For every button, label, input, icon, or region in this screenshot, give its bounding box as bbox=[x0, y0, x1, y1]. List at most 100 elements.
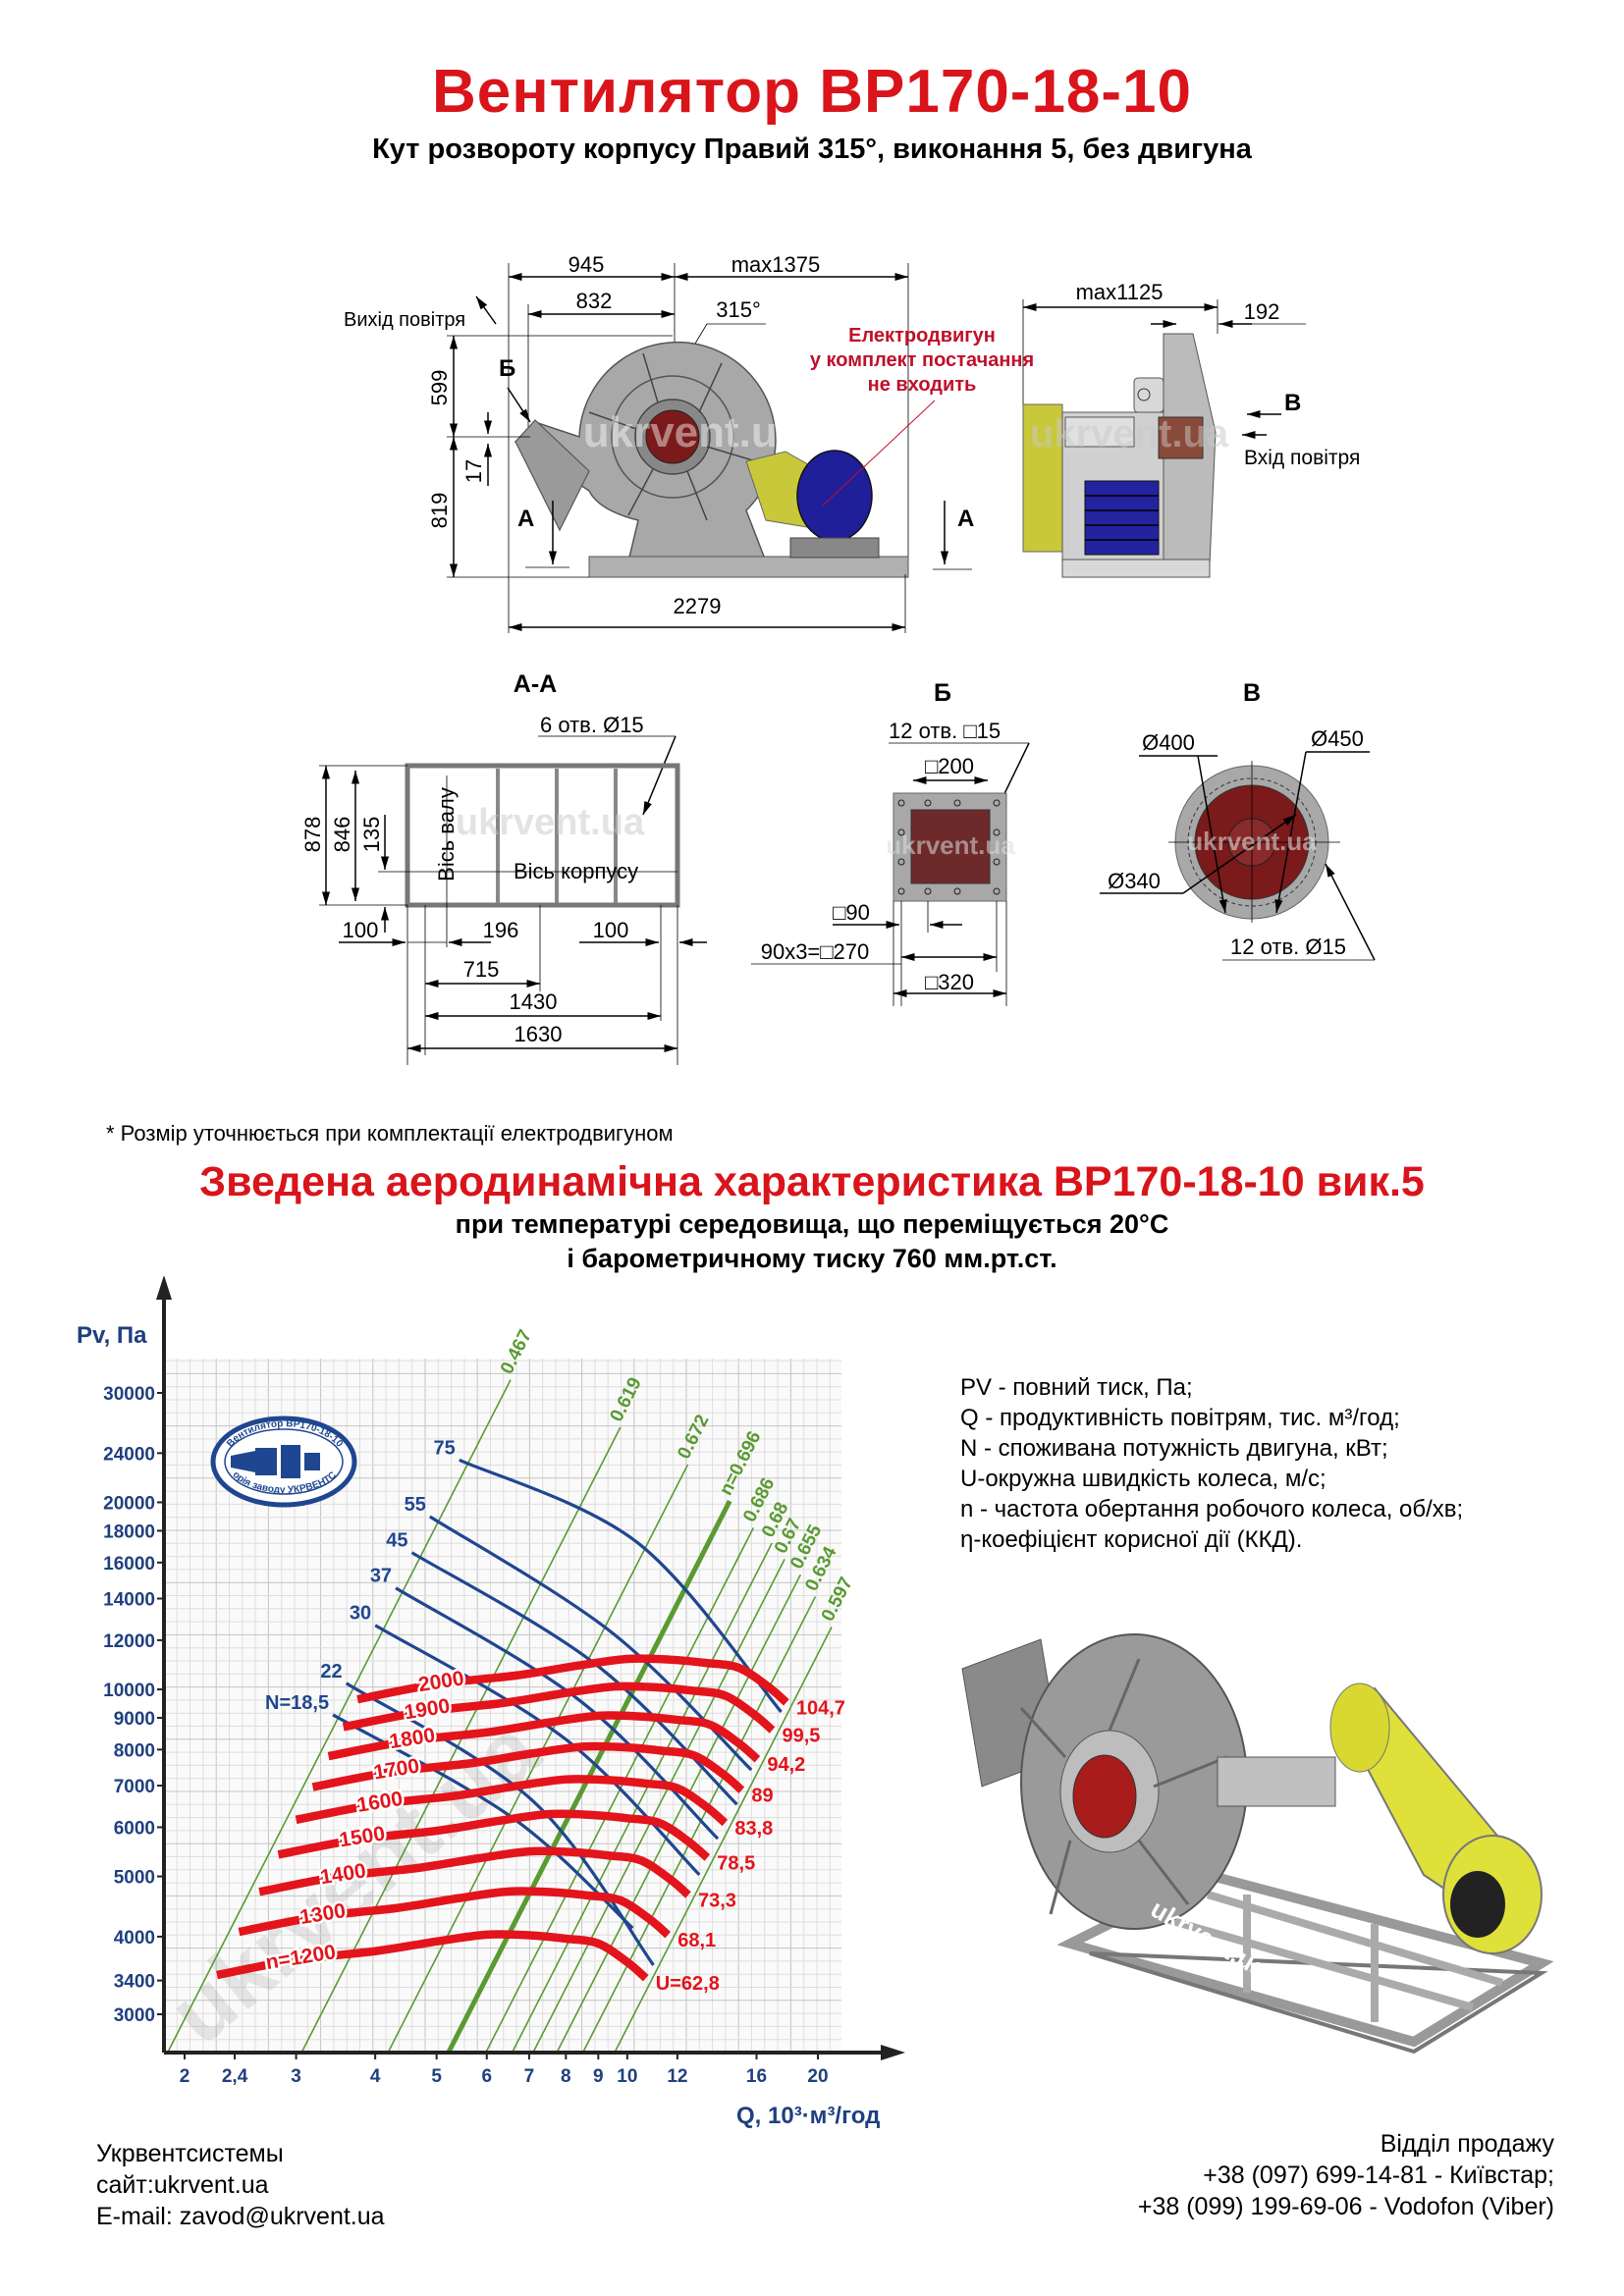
speed-curve bbox=[216, 1930, 649, 1982]
dim-945: 945 bbox=[568, 252, 605, 277]
x-tick-label: 2 bbox=[180, 2066, 190, 2087]
legend-item: PV - повний тиск, Па; bbox=[960, 1374, 1193, 1401]
y-tick-label: 3000 bbox=[114, 2005, 155, 2026]
motor-note-line: у комплект постачання bbox=[810, 349, 1034, 371]
x-tick-label: 10 bbox=[617, 2066, 637, 2087]
y-tick-label: 10000 bbox=[103, 1681, 155, 1701]
dim-100-left: 100 bbox=[343, 918, 379, 942]
speed-curve bbox=[342, 1682, 776, 1734]
y-tick-label: 12000 bbox=[103, 1631, 155, 1652]
dim-196: 196 bbox=[483, 918, 519, 942]
y-axis-label: Pv, Па bbox=[77, 1322, 147, 1349]
aero-chart: Pv, Па Q, 10³·м³/год Вентилятор ВР170-18… bbox=[0, 1276, 905, 2129]
dim-135: 135 bbox=[359, 817, 384, 853]
dim-17: 17 bbox=[461, 459, 486, 483]
dim-1430: 1430 bbox=[510, 989, 558, 1014]
section-aa: А-А 6 отв. Ø15 878 846 135 Вісь валу Віс… bbox=[300, 670, 707, 1065]
view-b-marker: Б bbox=[499, 355, 515, 382]
efficiency-line bbox=[581, 1596, 817, 2054]
company-site[interactable]: сайт:ukrvent.ua bbox=[96, 2171, 269, 2199]
speed-curve bbox=[238, 1887, 672, 1939]
dim-1630: 1630 bbox=[514, 1022, 563, 1046]
dim-100-right: 100 bbox=[593, 918, 629, 942]
company-email[interactable]: E-mail: zavod@ukrvent.ua bbox=[96, 2203, 385, 2230]
watermark: ukrvent.ua bbox=[1030, 412, 1229, 455]
speed-curve bbox=[311, 1741, 745, 1793]
y-axis-arrow bbox=[156, 1276, 172, 1300]
legend-item: n - частота обертання робочого колеса, о… bbox=[960, 1496, 1464, 1522]
watermark: ukrvent.ua bbox=[1187, 827, 1317, 856]
efficiency-line bbox=[166, 1379, 512, 2054]
y-tick-label: 6000 bbox=[114, 1818, 155, 1839]
x-axis-label: Q, 10³·м³/год bbox=[736, 2103, 880, 2129]
legend-item: η-коефіцієнт корисної дії (ККД). bbox=[960, 1526, 1303, 1553]
y-tick-label: 24000 bbox=[103, 1444, 155, 1465]
x-tick-label: 7 bbox=[524, 2066, 535, 2087]
efficiency-line bbox=[532, 1559, 785, 2054]
shaft-axis-label: Вісь валу bbox=[434, 787, 459, 881]
efficiency-line bbox=[387, 1464, 689, 2054]
x-tick-label: 12 bbox=[667, 2066, 687, 2087]
power-label: 30 bbox=[350, 1603, 371, 1625]
speed-curve bbox=[356, 1654, 789, 1706]
page-title: Вентилятор ВР170-18-10 bbox=[431, 58, 1193, 126]
angle-315: 315° bbox=[716, 297, 761, 322]
chart-axes: 3000024000200001800016000140001200010000… bbox=[103, 1276, 905, 2087]
x-tick-label: 6 bbox=[481, 2066, 492, 2087]
dim-846: 846 bbox=[330, 817, 354, 853]
tip-speed-label: 94,2 bbox=[767, 1754, 805, 1776]
speed-curve bbox=[277, 1809, 711, 1861]
y-tick-label: 16000 bbox=[103, 1554, 155, 1575]
dim-holes: 12 отв. Ø15 bbox=[1230, 934, 1346, 959]
power-curve bbox=[395, 1586, 720, 1841]
efficiency-line bbox=[556, 1574, 802, 2054]
efficiency-line bbox=[300, 1426, 622, 2054]
side-view: 945 max1375 832 315° Вихід повітря ukrve… bbox=[344, 252, 1034, 633]
footnote: * Розмір уточнюється при комплектації ел… bbox=[106, 1121, 674, 1146]
dim-715: 715 bbox=[463, 957, 500, 982]
motor-note: Електродвигун у комплект постачання не в… bbox=[810, 325, 1034, 396]
page-subtitle: Кут розвороту корпусу Правий 315°, викон… bbox=[372, 133, 1252, 165]
company-contacts: Укрвентсистемы сайт:ukrvent.ua E-mail: z… bbox=[96, 2138, 385, 2232]
power-label: 75 bbox=[434, 1437, 456, 1459]
x-tick-label: 8 bbox=[561, 2066, 571, 2087]
x-axis-arrow bbox=[881, 2045, 905, 2060]
aero-title: Зведена аеродинамічна характеристика ВР1… bbox=[199, 1158, 1425, 1205]
y-tick-label: 30000 bbox=[103, 1384, 155, 1405]
power-label: N=18,5 bbox=[265, 1692, 329, 1714]
sales-title: Відділ продажу bbox=[1380, 2130, 1554, 2158]
view-b-holes: 12 отв. □15 bbox=[889, 719, 1001, 743]
x-tick-label: 16 bbox=[746, 2066, 767, 2087]
y-tick-label: 14000 bbox=[103, 1590, 155, 1611]
y-tick-label: 20000 bbox=[103, 1493, 155, 1514]
tip-speed-label: 68,1 bbox=[677, 1930, 716, 1951]
watermark: ukrvent.ua bbox=[886, 830, 1015, 860]
aero-subtitle-2: і барометричному тиску 760 мм.рт.ст. bbox=[567, 1244, 1057, 1273]
section-a-right: А bbox=[957, 506, 974, 532]
efficiency-line bbox=[614, 1627, 833, 2054]
outlet-duct bbox=[514, 419, 590, 532]
motor-note-line: не входить bbox=[868, 374, 977, 396]
power-curve bbox=[345, 1682, 655, 1966]
technical-drawings: 945 max1375 832 315° Вихід повітря ukrve… bbox=[300, 252, 1376, 1065]
y-tick-label: 7000 bbox=[114, 1777, 155, 1797]
dim-819: 819 bbox=[427, 493, 452, 529]
y-tick-label: 5000 bbox=[114, 1868, 155, 1889]
y-tick-label: 8000 bbox=[114, 1740, 155, 1761]
view-b: Б 12 отв. □15 □200 □90 90x3=□270 □320 uk… bbox=[751, 679, 1030, 1006]
tip-speed-label: 89 bbox=[751, 1786, 773, 1807]
sales-phone-vodafone[interactable]: +38 (099) 199-69-06 - Vodofon (Viber) bbox=[1137, 2193, 1554, 2220]
x-tick-label: 2,4 bbox=[222, 2066, 248, 2087]
section-aa-title: А-А bbox=[514, 670, 557, 698]
motor-note-line: Електродвигун bbox=[848, 325, 996, 347]
power-label: 55 bbox=[405, 1494, 426, 1516]
dim-d340: Ø340 bbox=[1108, 869, 1161, 893]
x-tick-label: 20 bbox=[807, 2066, 828, 2087]
x-tick-label: 4 bbox=[370, 2066, 381, 2087]
legend-item: U-окружна швидкість колеса, м/с; bbox=[960, 1466, 1326, 1492]
sales-phone-kyivstar[interactable]: +38 (097) 699-14-81 - Київстар; bbox=[1203, 2162, 1554, 2189]
sales-contacts: Відділ продажу +38 (097) 699-14-81 - Киї… bbox=[1138, 2128, 1554, 2222]
tip-speed-label: 99,5 bbox=[783, 1726, 821, 1747]
dim-832: 832 bbox=[576, 289, 613, 313]
y-tick-label: 4000 bbox=[114, 1928, 155, 1949]
